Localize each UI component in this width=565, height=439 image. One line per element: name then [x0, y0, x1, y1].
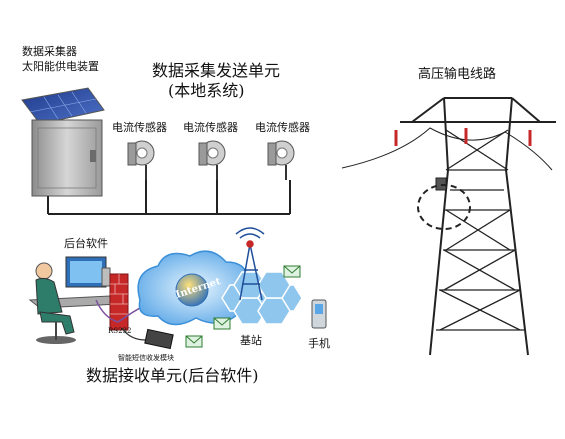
internet-cloud-icon [137, 250, 254, 326]
sensor-bus-line [47, 180, 291, 215]
sms-envelope-icon-2 [185, 335, 203, 348]
base-station-label: 基站 [240, 334, 262, 347]
sms-envelope-icon-1 [283, 265, 301, 278]
base-station-antenna-icon [235, 227, 265, 301]
collector-label-line1: 数据采集器 [22, 45, 77, 58]
rs232-label: RS232 [108, 327, 132, 335]
operator-workstation-icon [28, 256, 120, 344]
sms-modem-label: 智能短信收发模块 [118, 354, 174, 362]
solar-collector-device [21, 87, 105, 197]
sms-envelope-icon-3 [213, 317, 231, 330]
firewall-icon [109, 273, 129, 331]
local-unit-subtitle: (本地系统) [168, 81, 245, 100]
transmission-tower-icon [341, 97, 556, 356]
sensor-1-label: 电流传感器 [112, 121, 167, 134]
current-sensor-2-icon [198, 140, 226, 180]
sms-modem-icon [121, 327, 174, 350]
current-sensor-1-icon [127, 140, 155, 180]
current-sensor-3-icon [267, 140, 295, 180]
sensor-3-label: 电流传感器 [255, 121, 310, 134]
collector-label-line2: 太阳能供电装置 [22, 60, 99, 73]
backend-software-label: 后台软件 [64, 237, 108, 250]
mobile-phone-label: 手机 [308, 337, 330, 350]
mobile-phone-icon [311, 299, 327, 329]
sensor-2-label: 电流传感器 [183, 121, 238, 134]
transmission-line-label: 高压输电线路 [418, 67, 497, 82]
local-unit-title: 数据采集发送单元 [152, 61, 281, 80]
receiving-unit-title: 数据接收单元(后台软件) [86, 366, 259, 385]
